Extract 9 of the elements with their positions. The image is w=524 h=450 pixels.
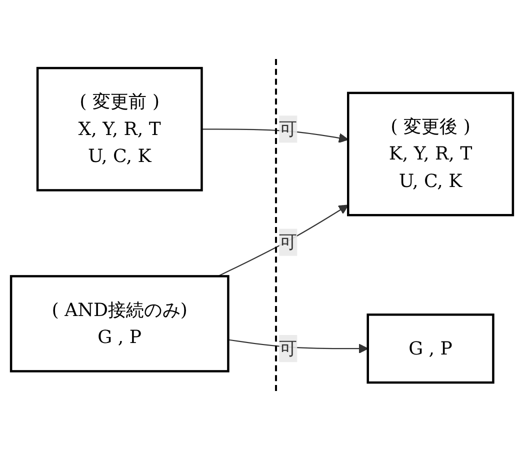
flowchart: 可 可 可 ( 変更前 ) X, Y, R, T U, C, K ( 変更後 ) K, Y, R, T U, C, K ( AND接続のみ) G , P G , P (2, 58, 522, 392)
arrow (202, 128, 349, 143)
node-box (36, 66, 203, 192)
edge-label: 可 (279, 230, 298, 252)
edge-label: 可 (279, 118, 298, 140)
edge-label: 可 (279, 336, 298, 358)
node-box (10, 274, 230, 372)
node-box (366, 313, 494, 384)
node-box (347, 92, 514, 216)
